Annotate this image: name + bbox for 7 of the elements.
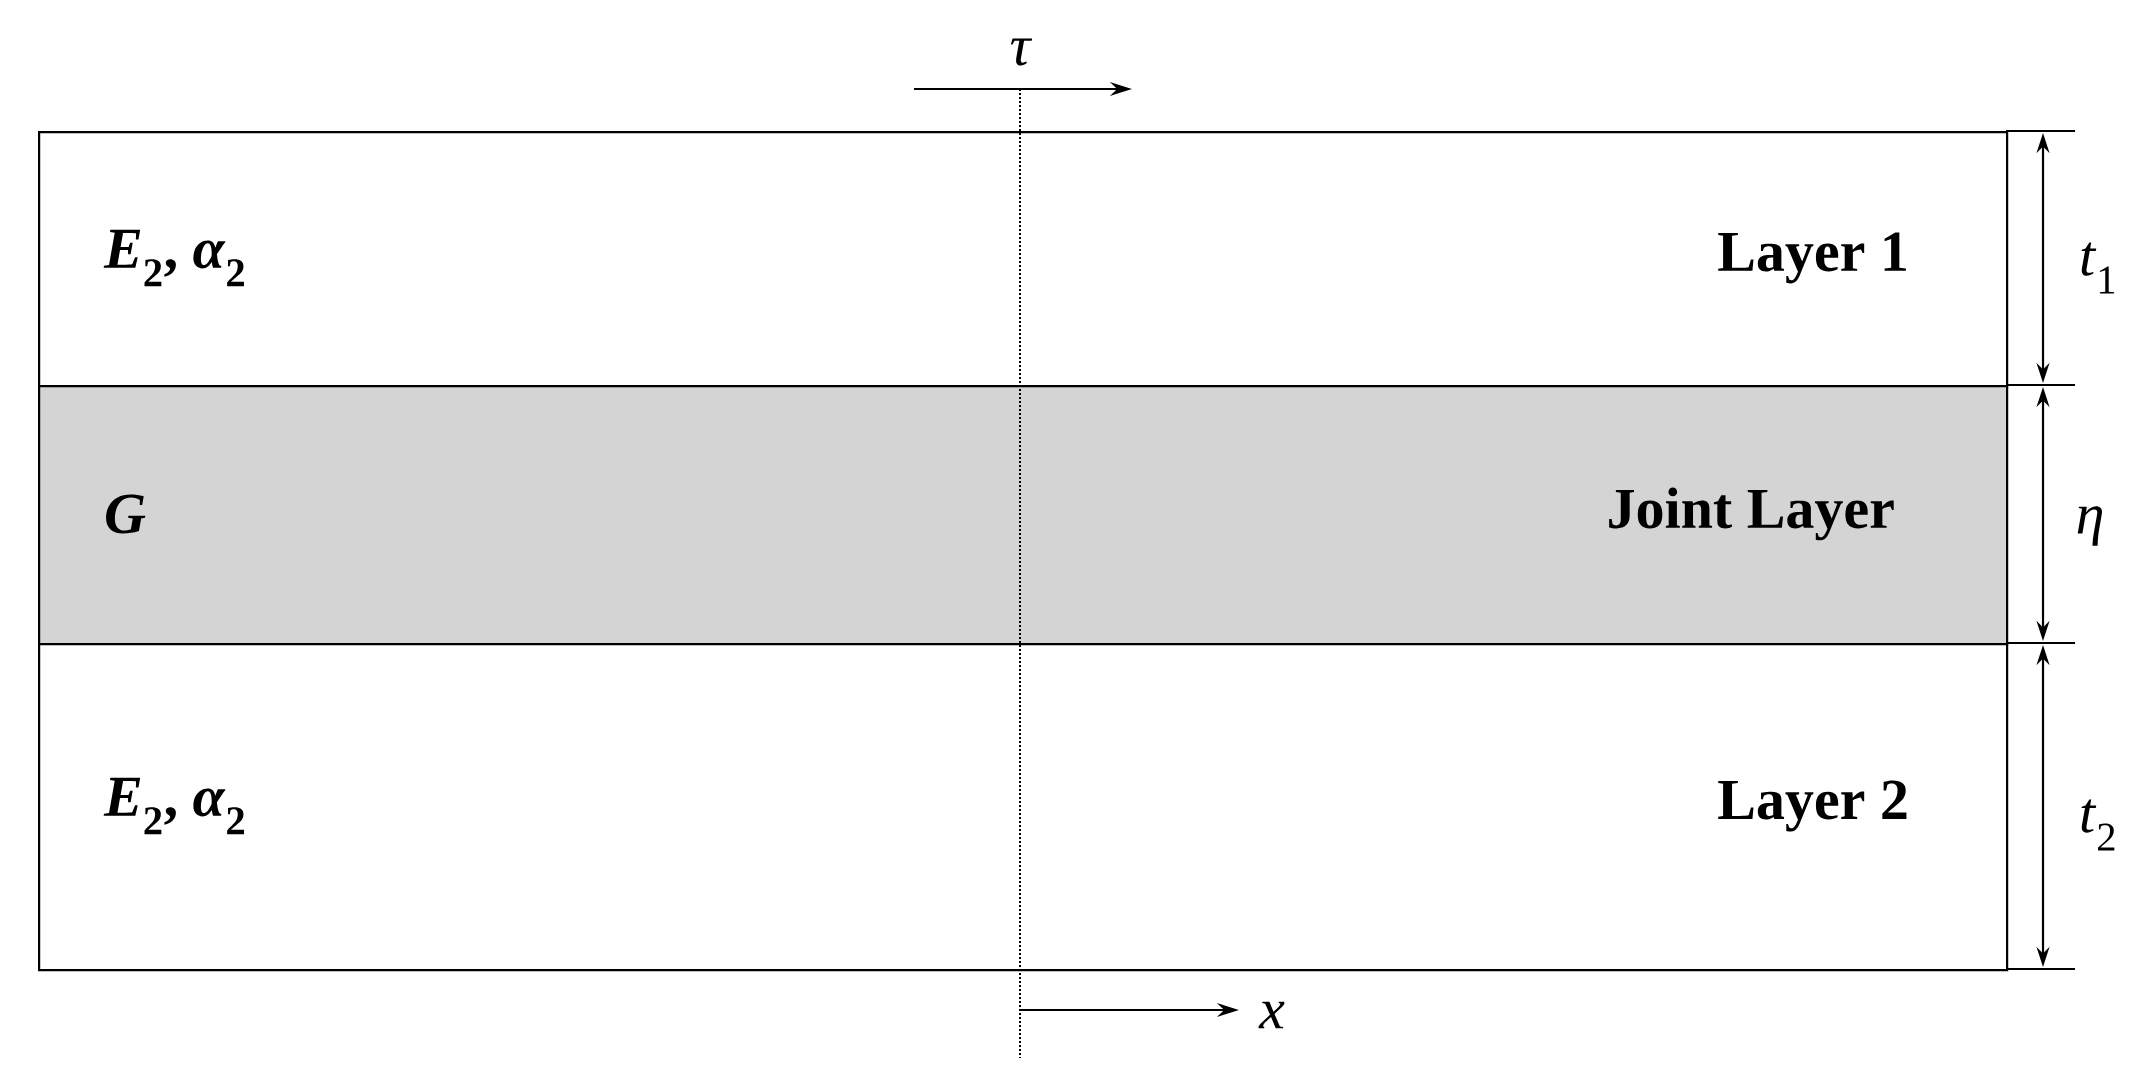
layer-box: E$_{2}$, α$_{2}$ Layer 2: [38, 643, 2009, 972]
dimension-label: τ: [1010, 38, 1033, 66]
layer-box: E$_{2}$, α$_{2}$ Layer 1: [38, 131, 2009, 388]
dimension-label: η: [2077, 506, 2102, 546]
layer-box: G Joint Layer: [38, 384, 2009, 646]
dimension-label: t$_{2}$: [2081, 799, 2115, 851]
dimension-label: t$_{1}$: [2081, 242, 2115, 294]
